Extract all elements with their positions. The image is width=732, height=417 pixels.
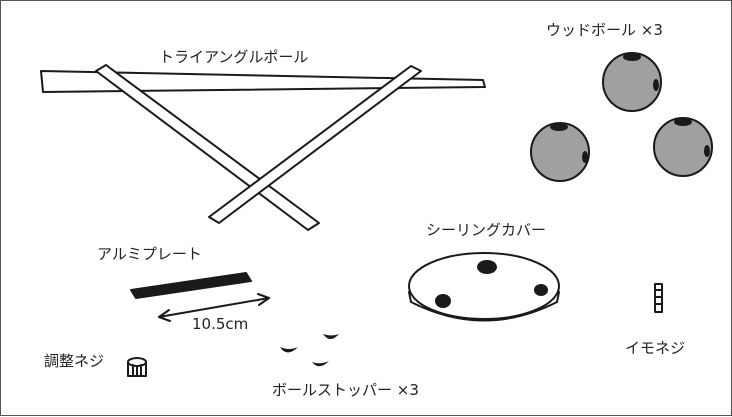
imo-screw-drawing: [654, 283, 663, 313]
ceiling-cover-label: シーリングカバー: [426, 221, 547, 239]
triangle-pole-drawing: [40, 64, 486, 231]
adjust-screw-drawing: [127, 357, 147, 377]
aluminum-plate-label: アルミプレート: [97, 245, 202, 263]
triangle-pole-label: トライアングルポール: [159, 48, 309, 66]
adjust-screw-label: 調整ネジ: [44, 352, 105, 370]
aluminum-plate-drawing: [130, 272, 270, 322]
ball-stopper-drawing: [280, 334, 339, 367]
imo-screw-label: イモネジ: [625, 339, 686, 357]
wood-ball-label: ウッドボール ×3: [546, 21, 663, 39]
wood-ball-drawing: [530, 52, 713, 182]
measurement-label: 10.5cm: [192, 315, 249, 333]
ball-stopper-label: ボールストッパー ×3: [272, 381, 419, 399]
